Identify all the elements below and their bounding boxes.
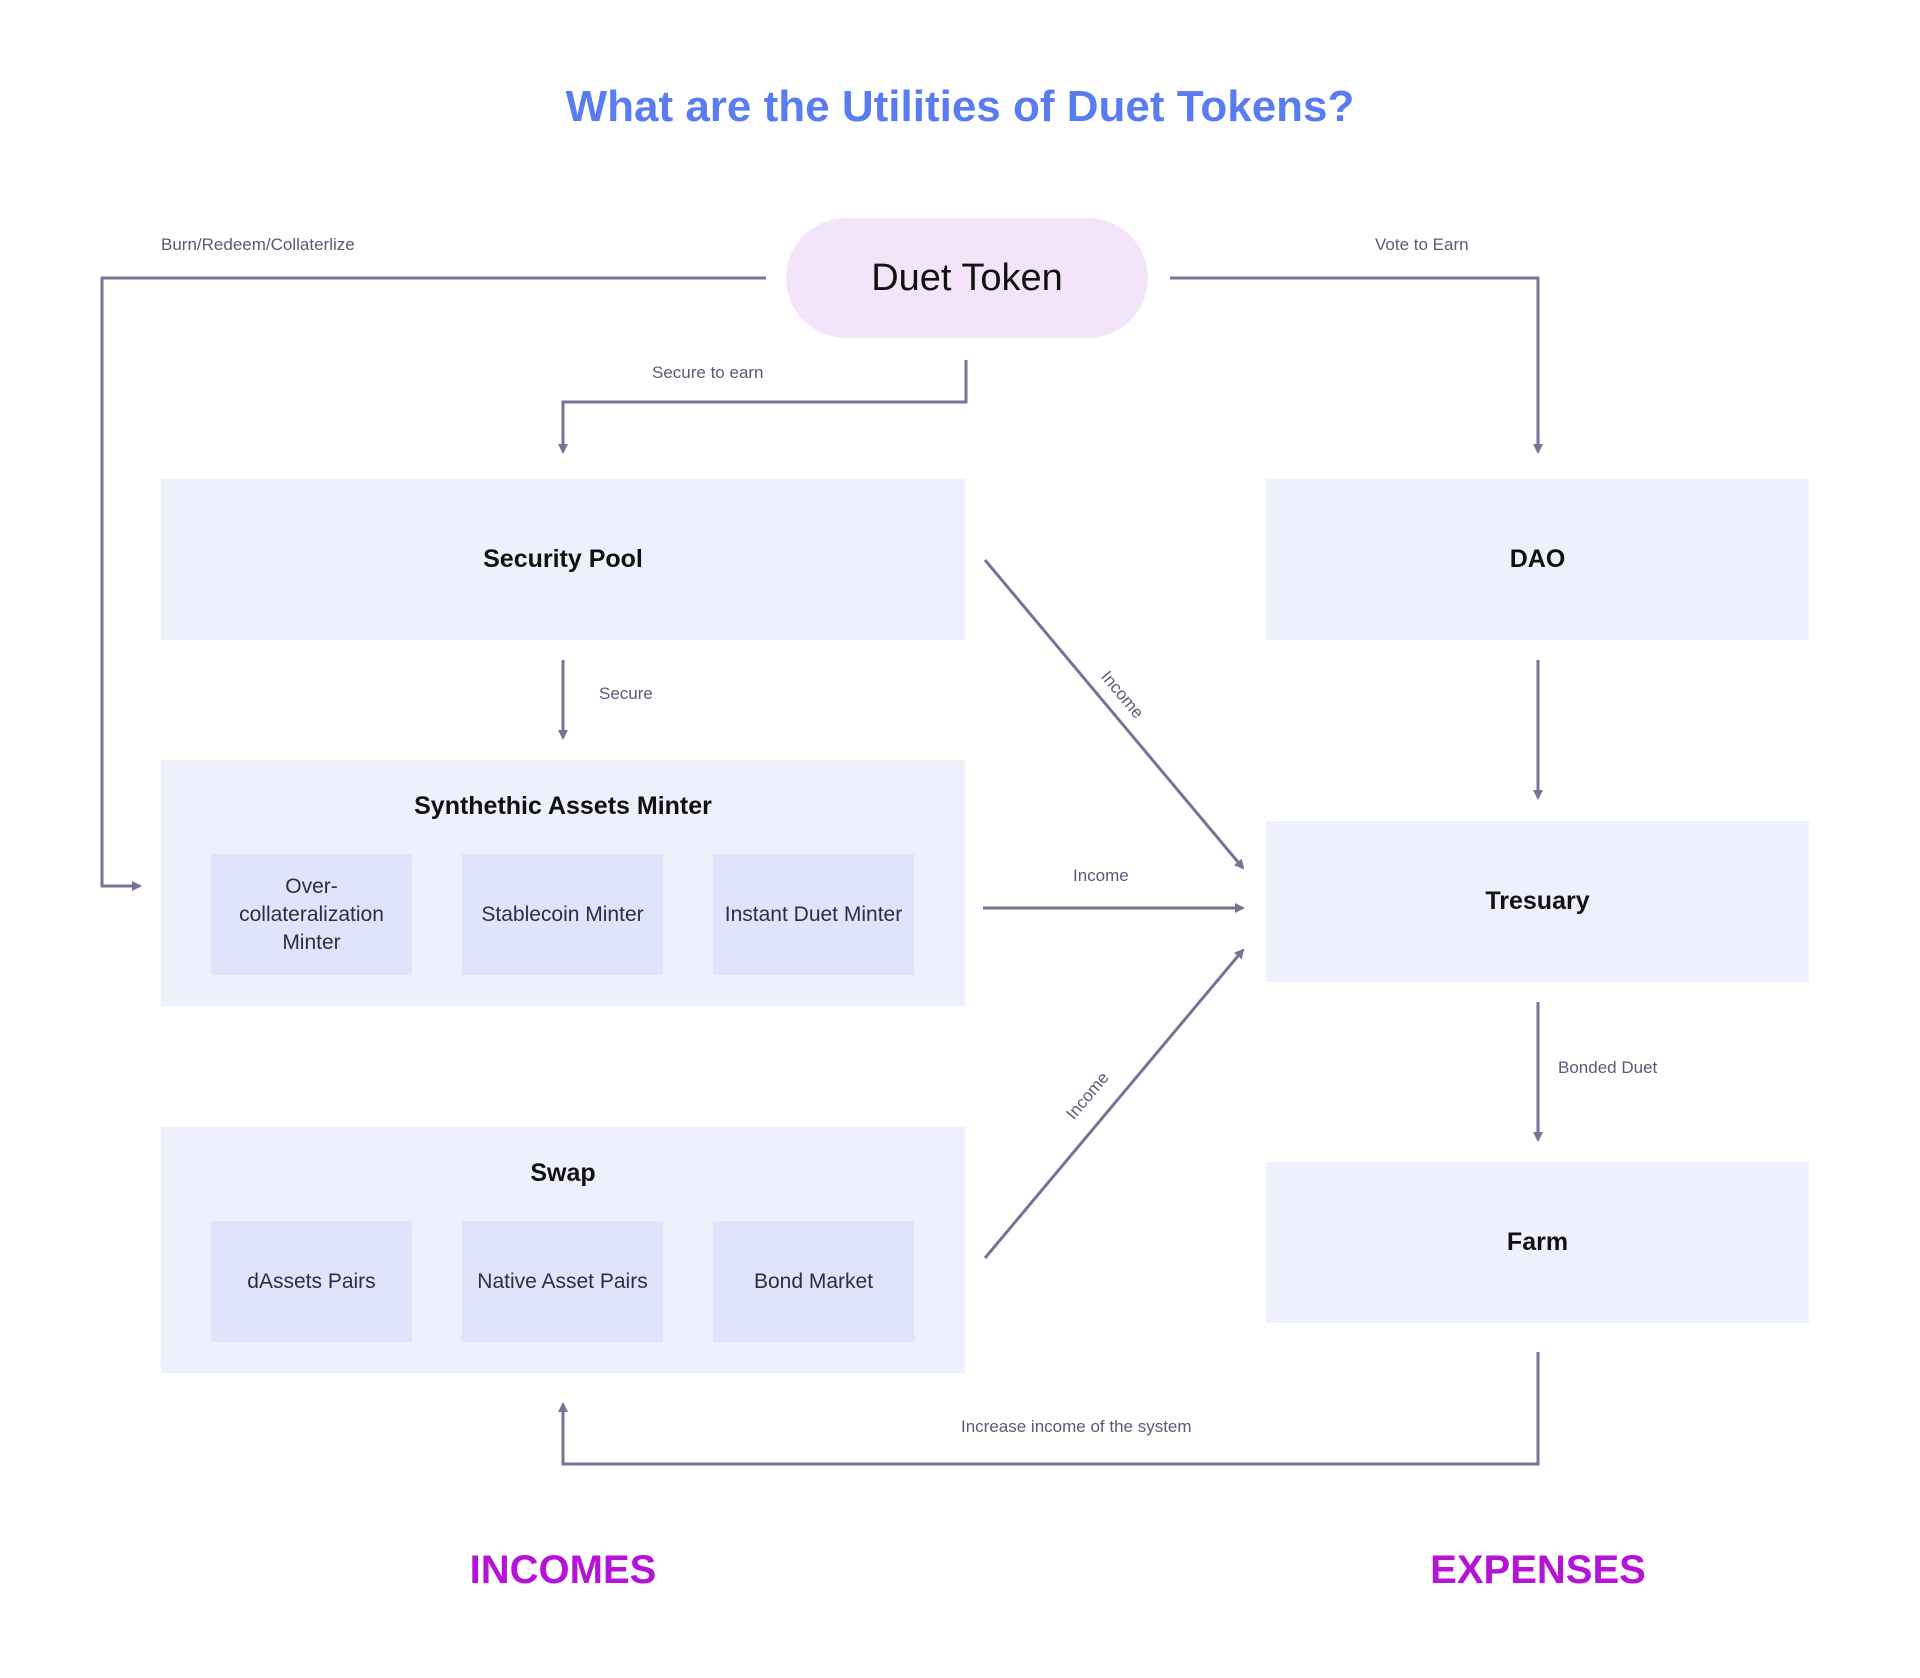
edge-income-security-arrow: [983, 559, 1245, 870]
security-pool-box: Security Pool: [161, 479, 965, 640]
swap-box: Swap dAssets Pairs Native Asset Pairs Bo…: [161, 1127, 965, 1373]
farm-box: Farm: [1266, 1162, 1809, 1323]
edge-bonded-label: Bonded Duet: [1558, 1058, 1658, 1077]
swap-item-native-asset-pairs: Native Asset Pairs: [462, 1221, 663, 1342]
farm-label: Farm: [1506, 1228, 1569, 1256]
incomes-heading: INCOMES: [469, 1548, 657, 1592]
edge-income-swap-arrow: [983, 948, 1245, 1259]
edge-increase-label: Increase income of the system: [961, 1417, 1192, 1436]
edge-income-minter-label: Income: [1073, 866, 1129, 885]
security-pool-label: Security Pool: [483, 545, 643, 573]
duet-token-node: Duet Token: [786, 218, 1148, 338]
dao-label: DAO: [1509, 545, 1566, 573]
edge-secure-to-earn-arrow: [558, 360, 968, 454]
edge-burn-arrow: [100, 276, 766, 891]
edge-burn-label: Burn/Redeem/Collaterlize: [161, 235, 355, 254]
minter-item-instant-duet: Instant Duet Minter: [713, 854, 914, 975]
swap-title: Swap: [530, 1159, 596, 1187]
edge-secure-label: Secure: [599, 684, 653, 703]
edge-increase-arrow: [558, 1352, 1540, 1466]
treasury-box: Tresuary: [1266, 821, 1809, 982]
minter-box: Synthethic Assets Minter Over-collateral…: [161, 760, 965, 1006]
treasury-label: Tresuary: [1485, 887, 1590, 915]
swap-item-bond-market: Bond Market: [713, 1221, 914, 1342]
swap-item-dassets-pairs: dAssets Pairs: [211, 1221, 412, 1342]
diagram-title: What are the Utilities of Duet Tokens?: [565, 82, 1355, 131]
minter-title: Synthethic Assets Minter: [414, 792, 712, 820]
edge-vote-label: Vote to Earn: [1375, 235, 1469, 254]
minter-item-stablecoin: Stablecoin Minter: [462, 854, 663, 975]
edge-vote-arrow: [1170, 276, 1543, 454]
minter-item-overcollateralization: Over-collateralization Minter: [211, 854, 412, 975]
expenses-heading: EXPENSES: [1430, 1548, 1646, 1592]
edge-secure-to-earn-label: Secure to earn: [652, 363, 764, 382]
dao-box: DAO: [1266, 479, 1809, 640]
